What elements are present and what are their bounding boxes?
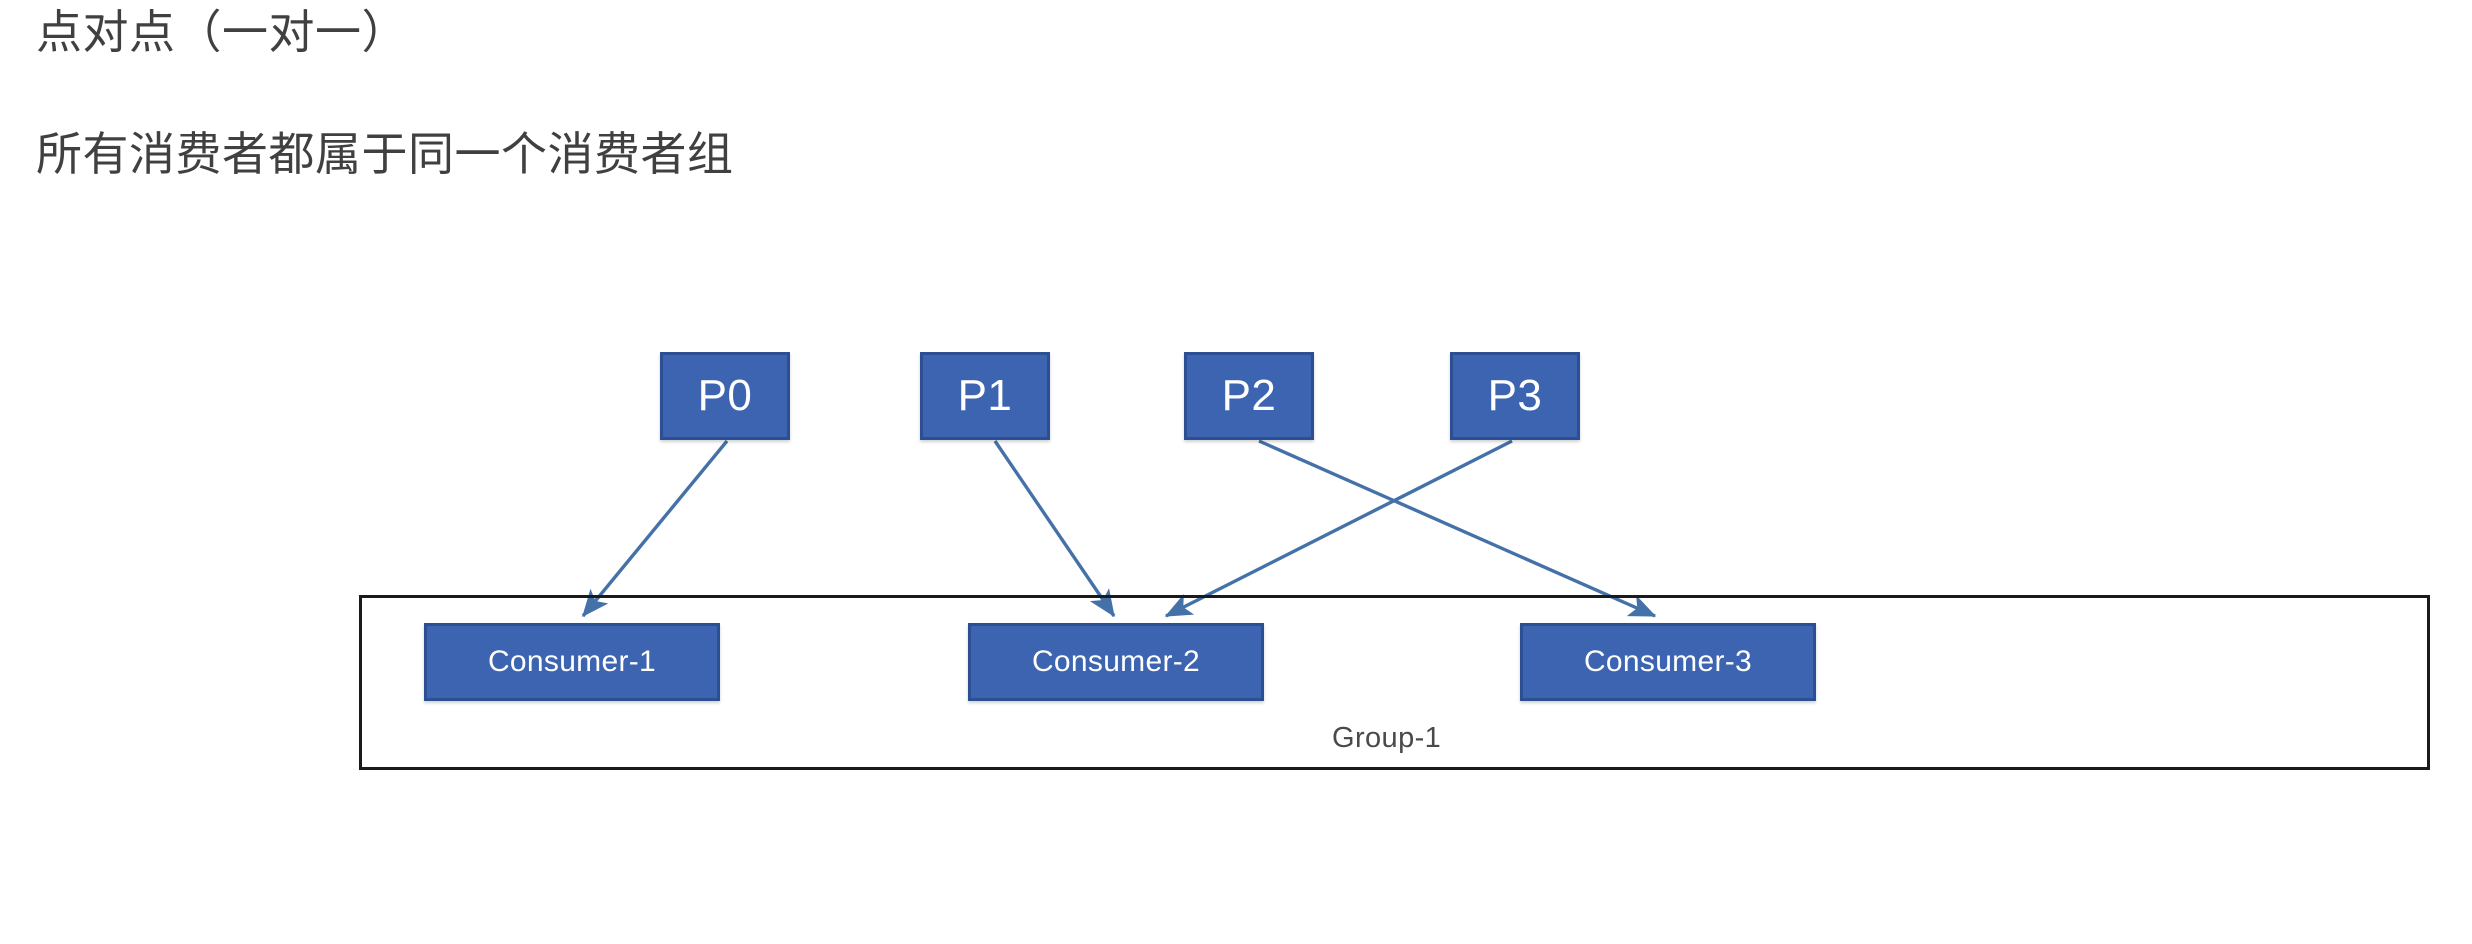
consumer-group-label: Group-1 [1332, 722, 1442, 754]
partition-label-p3: P3 [1487, 371, 1543, 420]
consumer-label-2: Consumer-2 [1031, 645, 1201, 678]
partition-label-p2: P2 [1221, 371, 1277, 420]
consumer-group-container [359, 595, 2430, 770]
partition-box-p0[interactable]: P0 [660, 352, 790, 440]
arrow-p1-to-consumer-2 [993, 440, 1116, 618]
partition-label-p1: P1 [957, 371, 1013, 420]
consumer-box-1[interactable]: Consumer-1 [424, 623, 720, 701]
arrow-p3-to-consumer-2 [1164, 439, 1513, 618]
consumer-label-1: Consumer-1 [487, 645, 657, 678]
consumer-label-3: Consumer-3 [1583, 645, 1753, 678]
arrow-p0-to-consumer-1 [581, 439, 729, 618]
page-title: 点对点（一对一） [36, 6, 408, 58]
partition-box-p2[interactable]: P2 [1184, 352, 1314, 440]
partition-box-p3[interactable]: P3 [1450, 352, 1580, 440]
consumer-box-3[interactable]: Consumer-3 [1520, 623, 1816, 701]
page-subtitle: 所有消费者都属于同一个消费者组 [36, 128, 734, 180]
partition-box-p1[interactable]: P1 [920, 352, 1050, 440]
arrow-p2-to-consumer-3 [1258, 439, 1657, 618]
partition-label-p0: P0 [697, 371, 753, 420]
consumer-box-2[interactable]: Consumer-2 [968, 623, 1264, 701]
